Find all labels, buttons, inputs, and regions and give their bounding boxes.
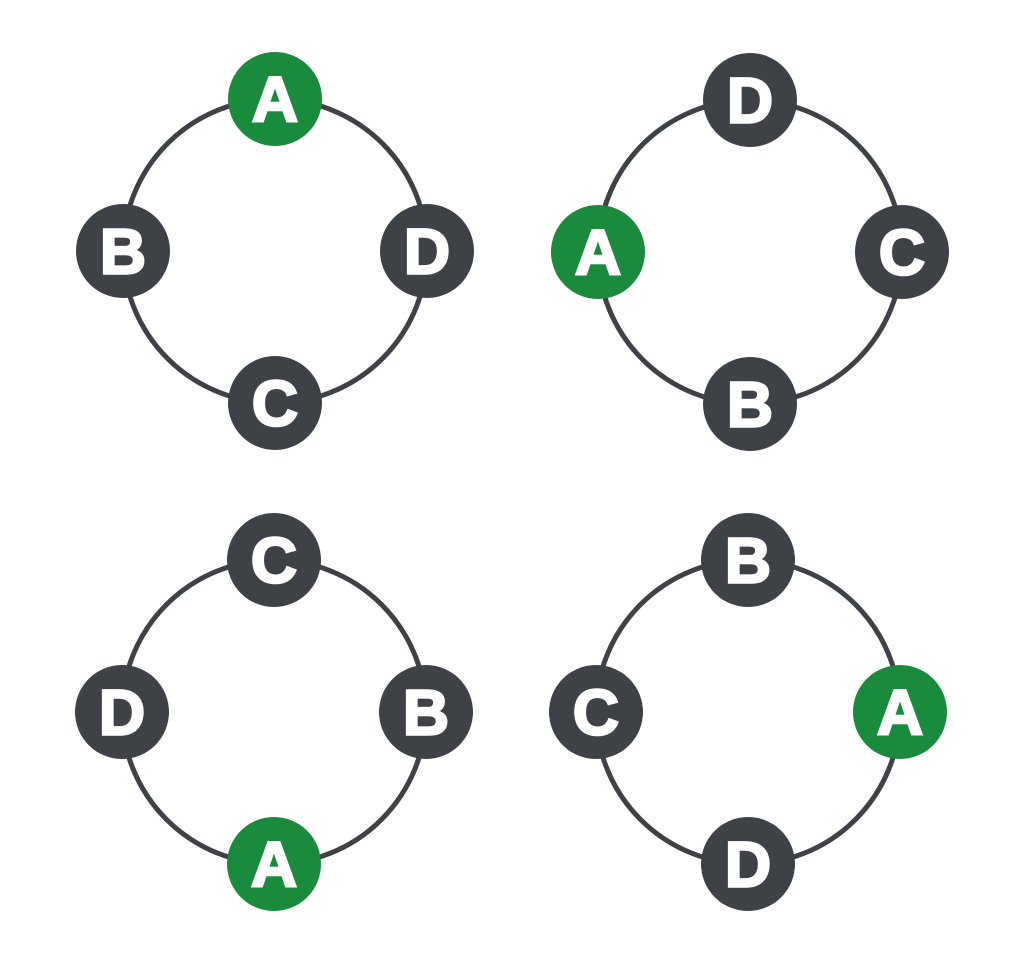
node-circle-c: [227, 513, 321, 607]
node-a-top-left: A: [228, 52, 322, 146]
node-d-top-left: D: [380, 204, 474, 298]
node-circle-b: [701, 513, 795, 607]
node-c-bottom-left: C: [227, 513, 321, 607]
node-circle-d: [701, 817, 795, 911]
node-label-b: B: [403, 676, 449, 748]
node-label-a: A: [251, 828, 297, 900]
diagram-top-left: A D C B: [76, 52, 474, 450]
node-a-bottom-left: A: [227, 817, 321, 911]
node-d-bottom-left: D: [75, 665, 169, 759]
node-label-c: C: [573, 676, 619, 748]
node-label-b: B: [727, 368, 773, 440]
node-b-top-right: B: [703, 357, 797, 451]
node-label-c: C: [251, 524, 297, 596]
node-label-a: A: [575, 216, 621, 288]
node-label-b: B: [725, 524, 771, 596]
node-c-top-left: C: [228, 356, 322, 450]
node-label-d: D: [727, 64, 773, 136]
node-circle-d: [380, 204, 474, 298]
node-a-top-right: A: [551, 205, 645, 299]
node-label-a: A: [252, 63, 298, 135]
node-circle-c: [228, 356, 322, 450]
node-circle-b: [379, 665, 473, 759]
node-circle-b: [76, 204, 170, 298]
highlighted-node-circle-a: [853, 665, 947, 759]
node-circle-d: [703, 53, 797, 147]
node-label-d: D: [404, 215, 450, 287]
node-b-bottom-left: B: [379, 665, 473, 759]
node-label-d: D: [99, 676, 145, 748]
diagram-bottom-left: C B A D: [75, 513, 473, 911]
diagram-top-right: D C B A: [551, 53, 949, 451]
node-d-bottom-right: D: [701, 817, 795, 911]
highlighted-node-circle-a: [228, 52, 322, 146]
highlighted-node-circle-a: [227, 817, 321, 911]
highlighted-node-circle-a: [551, 205, 645, 299]
node-label-c: C: [252, 367, 298, 439]
node-circle-c: [549, 665, 643, 759]
node-label-a: A: [877, 676, 923, 748]
node-circle-d: [75, 665, 169, 759]
node-label-c: C: [879, 216, 925, 288]
node-circle-b: [703, 357, 797, 451]
node-b-top-left: B: [76, 204, 170, 298]
node-label-d: D: [725, 828, 771, 900]
node-d-top-right: D: [703, 53, 797, 147]
node-b-bottom-right: B: [701, 513, 795, 607]
node-circle-c: [855, 205, 949, 299]
node-label-b: B: [100, 215, 146, 287]
node-c-bottom-right: C: [549, 665, 643, 759]
node-c-top-right: C: [855, 205, 949, 299]
diagram-bottom-right: B A D C: [549, 513, 947, 911]
node-a-bottom-right: A: [853, 665, 947, 759]
